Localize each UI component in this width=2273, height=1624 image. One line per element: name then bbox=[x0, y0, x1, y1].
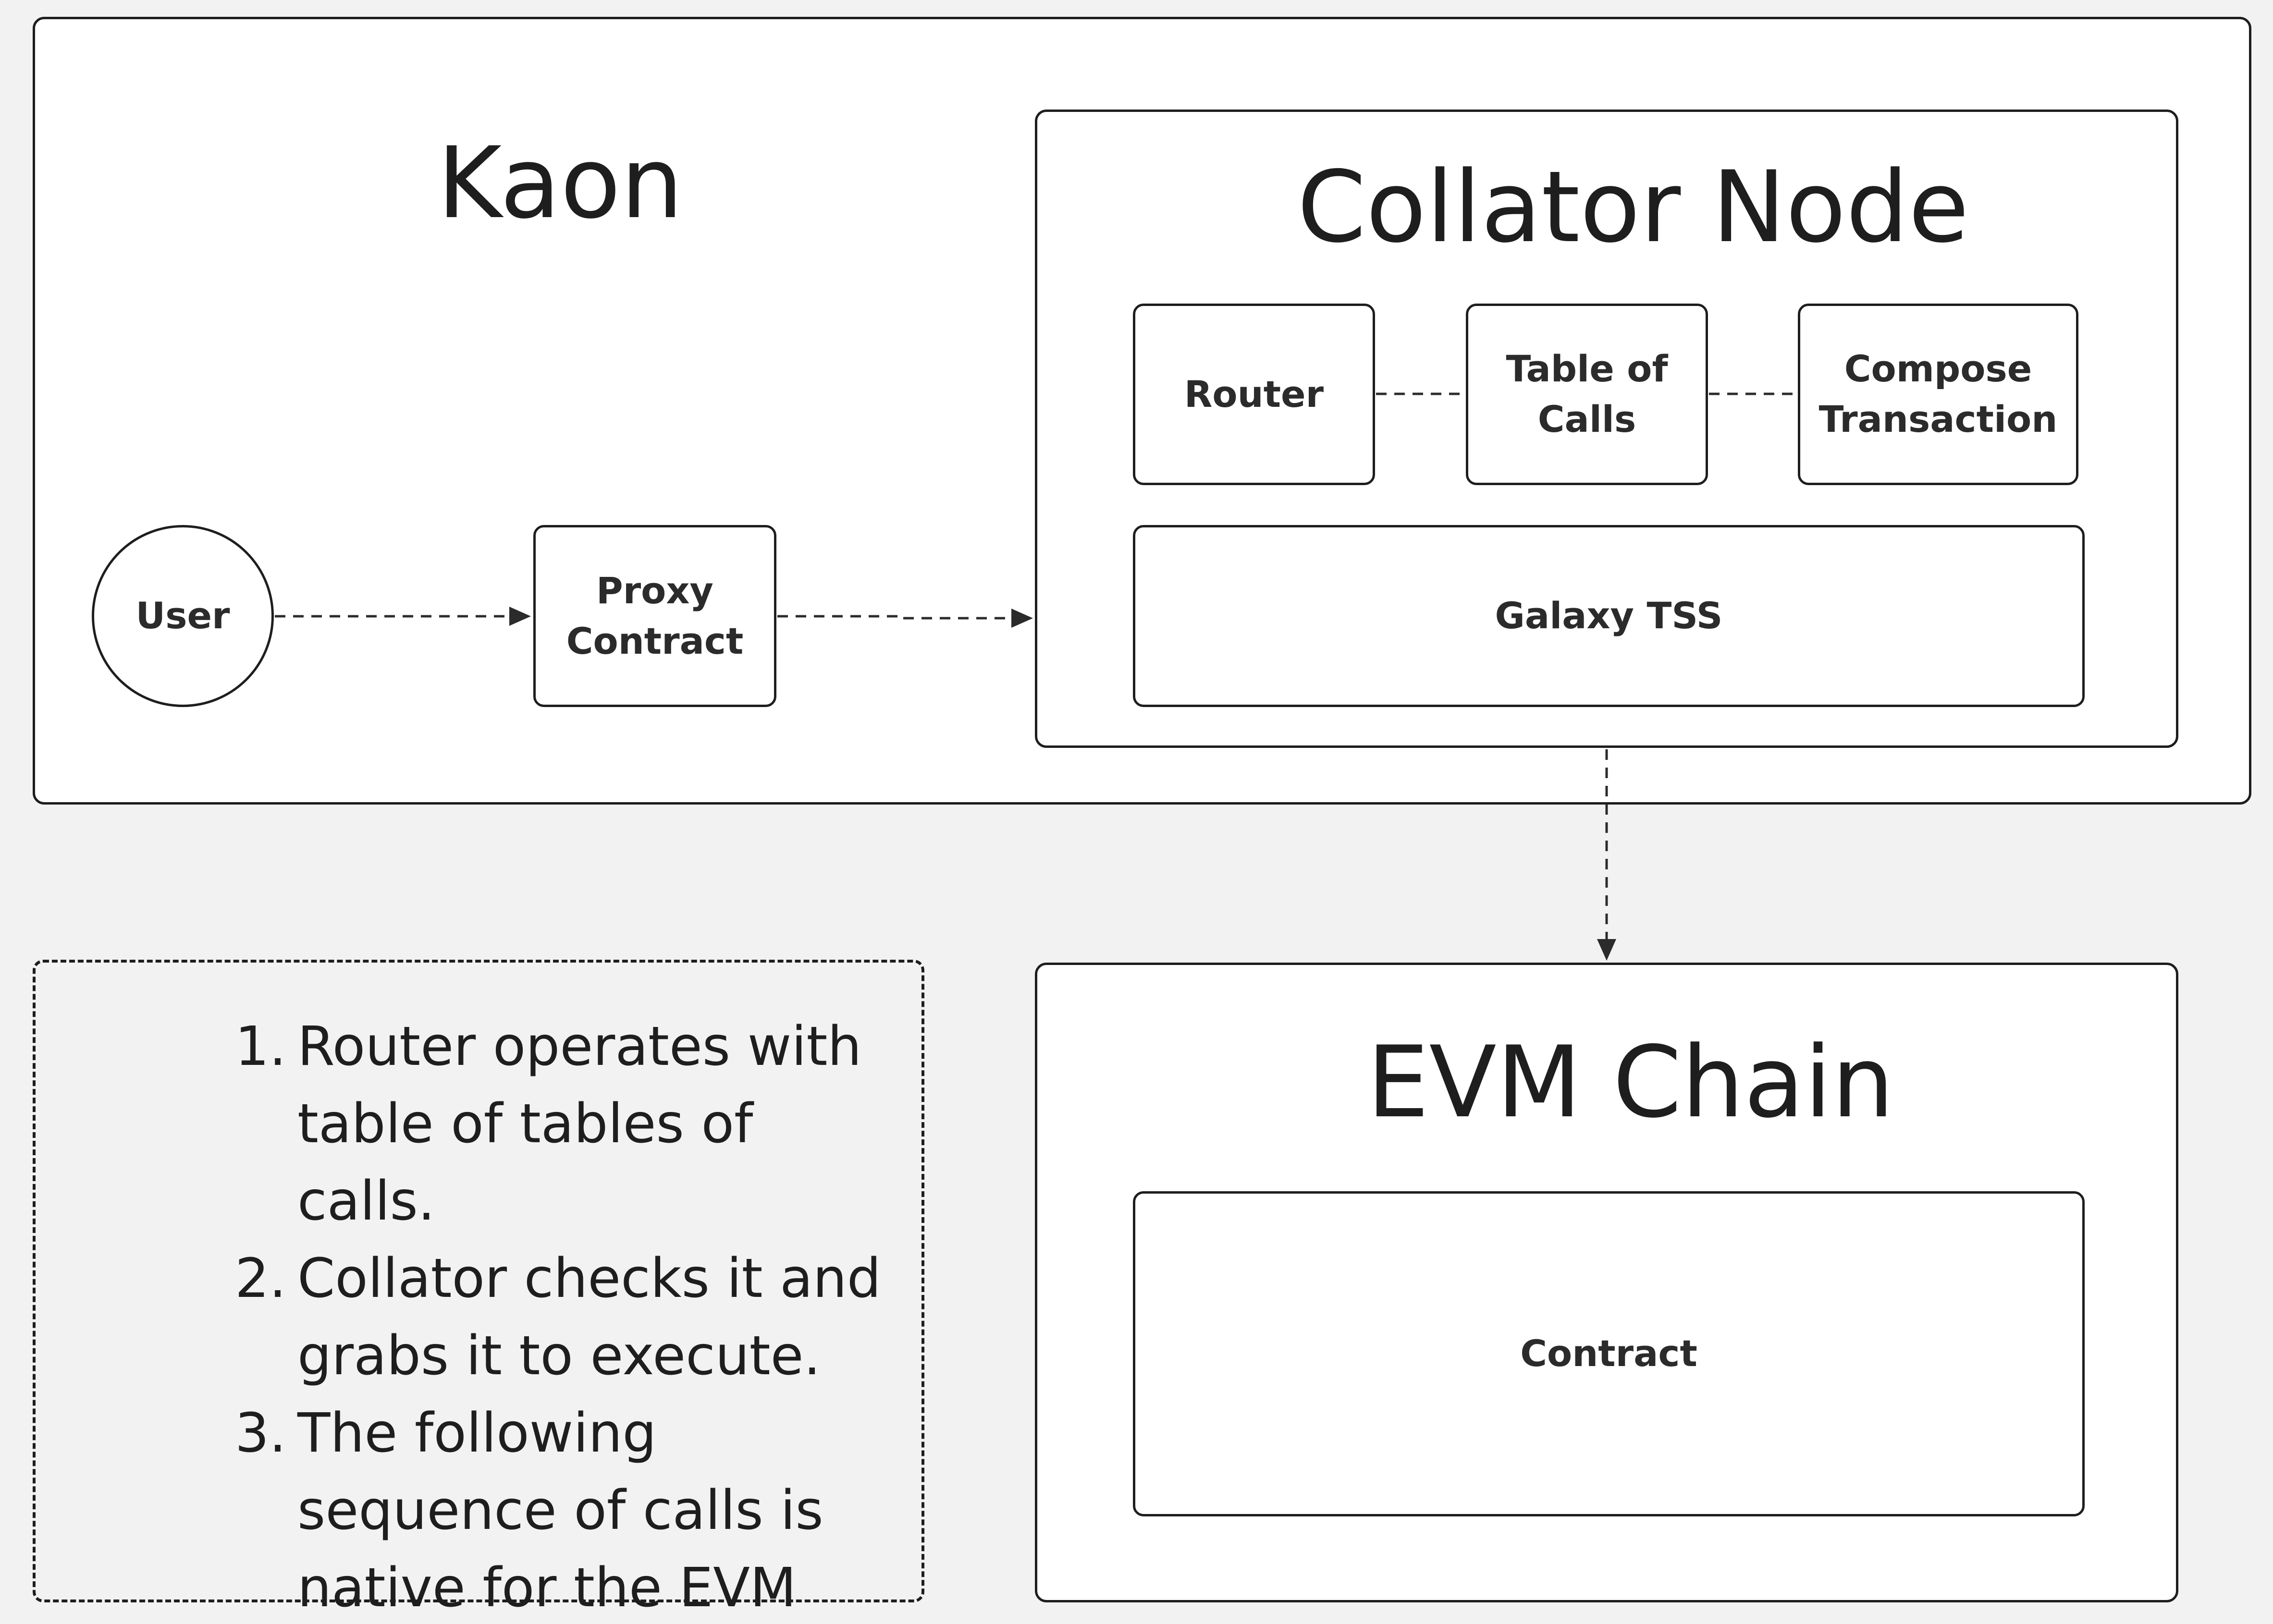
notes-list: 1. Router operates with table of tables … bbox=[235, 1008, 908, 1624]
notes-item-1-text: Router operates with table of tables of … bbox=[297, 1015, 862, 1233]
notes-item-3-number: 3. bbox=[235, 1402, 286, 1465]
notes-item-1-number: 1. bbox=[235, 1015, 286, 1078]
table-of-calls-label-line-2: Calls bbox=[1537, 398, 1636, 440]
galaxy-tss-label: Galaxy TSS bbox=[1495, 594, 1723, 637]
collator-node-title: Collator Node bbox=[1297, 150, 1969, 265]
proxy-contract-label-line-2: Contract bbox=[566, 619, 744, 662]
notes-item-2-number: 2. bbox=[235, 1247, 286, 1310]
galaxy-tss-node: Galaxy TSS bbox=[1133, 525, 2085, 707]
evm-chain-title: EVM Chain bbox=[1367, 1026, 1894, 1140]
notes-item-1: 1. Router operates with table of tables … bbox=[235, 1008, 908, 1240]
proxy-contract-node: Proxy Contract bbox=[533, 525, 776, 707]
notes-item-2: 2. Collator checks it and grabs it to ex… bbox=[235, 1240, 908, 1395]
user-label: User bbox=[135, 594, 230, 637]
compose-transaction-label-line-2: Transaction bbox=[1818, 398, 2058, 440]
router-node: Router bbox=[1133, 304, 1375, 485]
notes-item-3-text: The following sequence of calls is nativ… bbox=[297, 1402, 823, 1619]
evm-contract-node: Contract bbox=[1133, 1191, 2085, 1516]
table-of-calls-label-line-1: Table of bbox=[1506, 347, 1668, 391]
compose-transaction-label-line-1: Compose bbox=[1844, 347, 2032, 391]
notes-box: 1. Router operates with table of tables … bbox=[33, 960, 924, 1619]
user-node: User bbox=[92, 525, 274, 707]
notes-item-2-text: Collator checks it and grabs it to execu… bbox=[297, 1247, 881, 1387]
router-label: Router bbox=[1184, 372, 1324, 415]
table-of-calls-node: Table of Calls bbox=[1466, 304, 1708, 485]
evm-contract-label: Contract bbox=[1520, 1332, 1697, 1375]
notes-item-3: 3. The following sequence of calls is na… bbox=[235, 1395, 908, 1624]
proxy-contract-label-line-1: Proxy bbox=[596, 569, 713, 612]
kaon-title: Kaon bbox=[437, 126, 683, 241]
compose-transaction-node: Compose Transaction bbox=[1798, 304, 2078, 485]
